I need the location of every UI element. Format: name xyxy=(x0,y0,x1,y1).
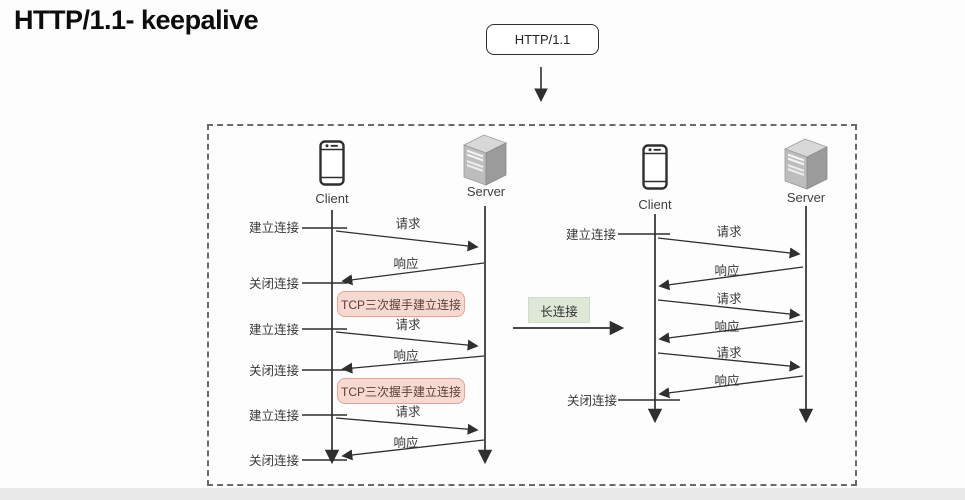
keepalive-annotation: 长连接 xyxy=(528,297,590,323)
right-request-arrow-3 xyxy=(657,352,801,372)
left-request-label-1: 请求 xyxy=(395,217,421,231)
left-response-label-1: 响应 xyxy=(393,257,419,271)
right-response-arrow-3 xyxy=(658,375,804,399)
left-response-arrow-2 xyxy=(341,355,485,374)
right-server-label: Server xyxy=(786,190,826,205)
bottom-strip xyxy=(0,488,965,500)
left-request-arrow-3 xyxy=(335,417,479,435)
right-establish-label: 建立连接 xyxy=(565,228,616,242)
tcp-handshake-note-2: TCP三次握手建立连接 xyxy=(337,378,465,404)
left-response-label-2: 响应 xyxy=(393,349,419,363)
left-establish-label-1: 建立连接 xyxy=(248,221,299,235)
left-establish-label-2: 建立连接 xyxy=(248,323,299,337)
right-request-label-1: 请求 xyxy=(716,225,742,239)
right-close-label: 关闭连接 xyxy=(566,394,617,408)
left-response-arrow-1 xyxy=(341,262,485,286)
left-client-label: Client xyxy=(315,191,349,206)
left-response-label-3: 响应 xyxy=(393,436,419,450)
right-client-label: Client xyxy=(638,197,672,212)
left-server-label: Server xyxy=(466,184,506,199)
diagram-frame xyxy=(207,124,857,486)
left-establish-label-3: 建立连接 xyxy=(248,409,299,423)
right-response-arrow-1 xyxy=(658,266,804,291)
right-response-label-1: 响应 xyxy=(714,264,740,278)
page-title: HTTP/1.1- keepalive xyxy=(14,5,259,35)
right-request-label-3: 请求 xyxy=(716,346,742,360)
right-request-label-2: 请求 xyxy=(716,292,742,306)
left-close-label-3: 关闭连接 xyxy=(248,454,299,468)
right-response-arrow-2 xyxy=(658,320,804,344)
left-request-arrow-1 xyxy=(335,230,479,252)
http-version-label: HTTP/1.1 xyxy=(514,32,571,47)
left-request-label-3: 请求 xyxy=(395,405,421,419)
right-response-label-2: 响应 xyxy=(714,320,740,334)
http-version-node: HTTP/1.1 xyxy=(486,24,599,55)
right-response-label-3: 响应 xyxy=(714,374,740,388)
right-request-arrow-1 xyxy=(657,237,801,259)
left-request-arrow-2 xyxy=(335,331,479,351)
left-request-label-2: 请求 xyxy=(395,318,421,332)
tcp-handshake-note-1: TCP三次握手建立连接 xyxy=(337,291,465,317)
left-close-label-1: 关闭连接 xyxy=(248,277,299,291)
right-request-arrow-2 xyxy=(657,299,801,320)
left-close-label-2: 关闭连接 xyxy=(248,364,299,378)
left-response-arrow-3 xyxy=(341,439,485,461)
